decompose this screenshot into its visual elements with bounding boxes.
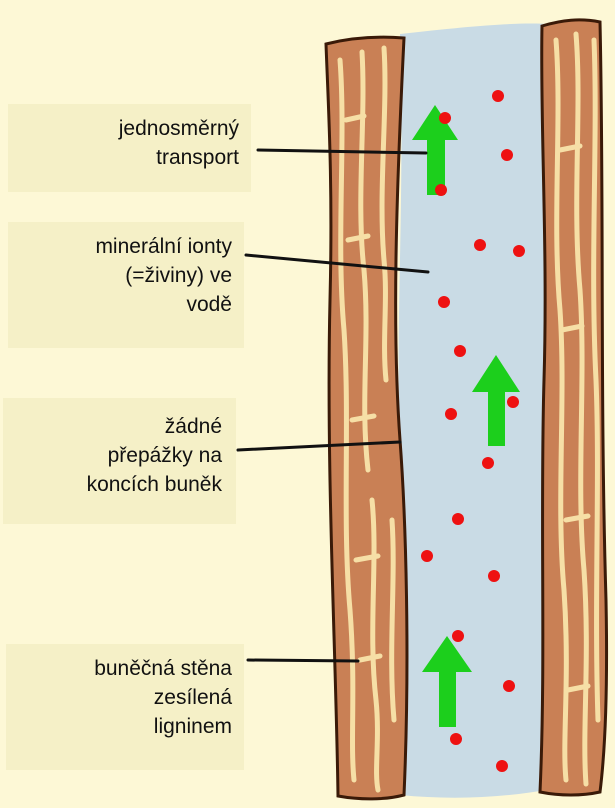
label-line: jednosměrný (8, 114, 239, 143)
label-line: žádné (3, 412, 222, 441)
label-no-end-plates: žádné přepážky na koncích buněk (3, 398, 236, 524)
label-line: (=živiny) ve (8, 261, 232, 290)
ion-dot-icon (421, 550, 433, 562)
ion-dot-icon (454, 345, 466, 357)
ion-dot-icon (501, 149, 513, 161)
label-unidirectional-transport: jednosměrný transport (8, 104, 251, 192)
label-lignified-cell-wall: buněčná stěna zesílená ligninem (6, 644, 244, 770)
label-line: transport (8, 143, 239, 172)
ion-dot-icon (513, 245, 525, 257)
ion-dot-icon (503, 680, 515, 692)
label-line: buněčná stěna (6, 654, 232, 683)
ion-dot-icon (445, 408, 457, 420)
ion-dot-icon (435, 184, 447, 196)
ion-dot-icon (452, 513, 464, 525)
label-line: zesílená (6, 683, 232, 712)
ion-dot-icon (452, 630, 464, 642)
pointer-wall (248, 660, 358, 661)
right-cell-wall (540, 20, 607, 795)
ion-dot-icon (492, 90, 504, 102)
ion-dot-icon (438, 296, 450, 308)
ion-dot-icon (482, 457, 494, 469)
label-line: vodě (8, 290, 232, 319)
label-line: koncích buněk (3, 470, 222, 499)
ion-dot-icon (488, 570, 500, 582)
label-line: přepážky na (3, 441, 222, 470)
ion-dot-icon (450, 733, 462, 745)
pointer-transport (258, 150, 426, 153)
ion-dot-icon (507, 396, 519, 408)
ion-dot-icon (474, 239, 486, 251)
label-mineral-ions: minerální ionty (=živiny) ve vodě (8, 222, 244, 348)
label-line: ligninem (6, 712, 232, 741)
label-line: minerální ionty (8, 232, 232, 261)
ion-dot-icon (496, 760, 508, 772)
ion-dot-icon (439, 112, 451, 124)
